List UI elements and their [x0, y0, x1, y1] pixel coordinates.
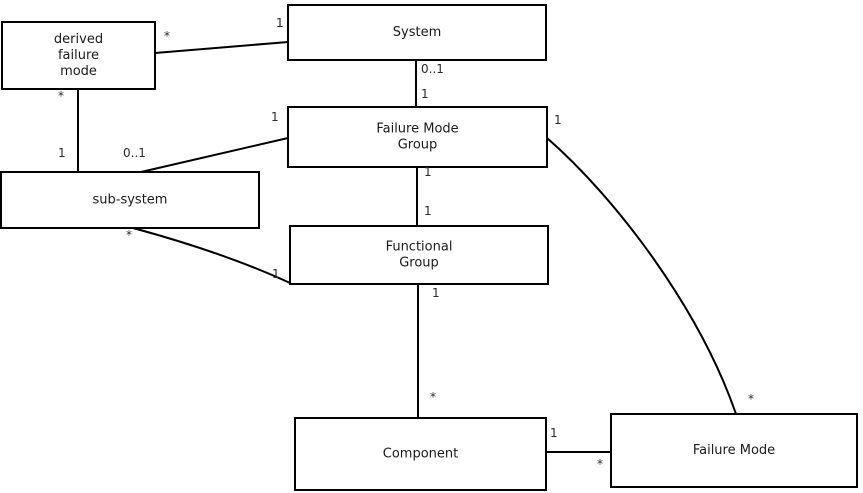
- class-label-failure-mode-group: Failure Mode: [376, 122, 458, 137]
- multiplicity-label-mult-fmg-system-one: 1: [421, 87, 429, 101]
- associations-layer: [77, 41, 737, 453]
- multiplicity-label-mult-dfm-system-star: *: [164, 29, 170, 43]
- multiplicity-label-mult-dfm-subsystem-star: *: [58, 89, 64, 103]
- class-box-outline-system: [287, 4, 547, 61]
- class-label-derived-failure-mode: derived: [54, 32, 103, 47]
- association-sub-system--failure-mode-group[interactable]: [140, 137, 289, 173]
- class-box-outline-derived-failure-mode: [1, 21, 156, 90]
- multiplicity-layer: * 1 0..1 1 * 1 0..1 1 1 1 1 * 1 1 * 1 * *: [58, 16, 754, 471]
- association-sub-system--functional-group[interactable]: [132, 227, 291, 284]
- multiplicity-label-mult-subsystem-fg-star: *: [126, 228, 132, 242]
- multiplicity-label-mult-fg-component-one: 1: [432, 286, 440, 300]
- multiplicity-label-mult-component-fg-star: *: [430, 390, 436, 404]
- class-label-functional-group: Group: [399, 256, 439, 271]
- multiplicity-label-mult-subsystem-dfm-one: 1: [58, 146, 66, 160]
- class-box-component[interactable]: Component: [294, 417, 547, 491]
- class-label-component: Component: [383, 447, 458, 462]
- multiplicity-label-mult-fg-subsystem-one: 1: [272, 267, 280, 281]
- multiplicity-label-mult-fmg-subsystem-one: 1: [271, 110, 279, 124]
- class-label-system: System: [393, 25, 441, 40]
- multiplicity-label-mult-fmg-fg-one: 1: [424, 165, 432, 179]
- multiplicity-label-mult-fmg-fm-one: 1: [554, 113, 562, 127]
- class-box-outline-failure-mode-group: [287, 106, 548, 168]
- association-derived-failure-mode--system[interactable]: [154, 41, 289, 54]
- multiplicity-label-mult-system-fmg-zero-one: 0..1: [421, 62, 444, 76]
- class-label-failure-mode: Failure Mode: [693, 443, 775, 458]
- class-label-functional-group: Functional: [386, 240, 453, 255]
- class-box-outline-functional-group: [289, 225, 549, 285]
- multiplicity-label-mult-fm-component-star: *: [597, 457, 603, 471]
- class-label-derived-failure-mode: failure: [58, 48, 99, 63]
- class-box-outline-failure-mode: [610, 413, 858, 488]
- class-box-outline-component: [294, 417, 547, 491]
- class-label-failure-mode-group: Group: [398, 138, 438, 153]
- multiplicity-label-mult-subsystem-fmg-zero-one: 0..1: [123, 146, 146, 160]
- class-label-derived-failure-mode: mode: [60, 64, 97, 79]
- association-failure-mode-group--failure-mode[interactable]: [546, 137, 737, 415]
- class-box-sub-system[interactable]: sub-system: [0, 171, 260, 229]
- class-box-system[interactable]: System: [287, 4, 547, 61]
- multiplicity-label-mult-component-fm-one: 1: [550, 426, 558, 440]
- class-box-failure-mode[interactable]: Failure Mode: [610, 413, 858, 488]
- class-box-outline-sub-system: [0, 171, 260, 229]
- class-label-sub-system: sub-system: [93, 193, 168, 208]
- multiplicity-label-mult-fm-fmg-star: *: [748, 392, 754, 406]
- multiplicity-label-mult-fg-fmg-one: 1: [424, 204, 432, 218]
- multiplicity-label-mult-system-dfm-one: 1: [276, 16, 284, 30]
